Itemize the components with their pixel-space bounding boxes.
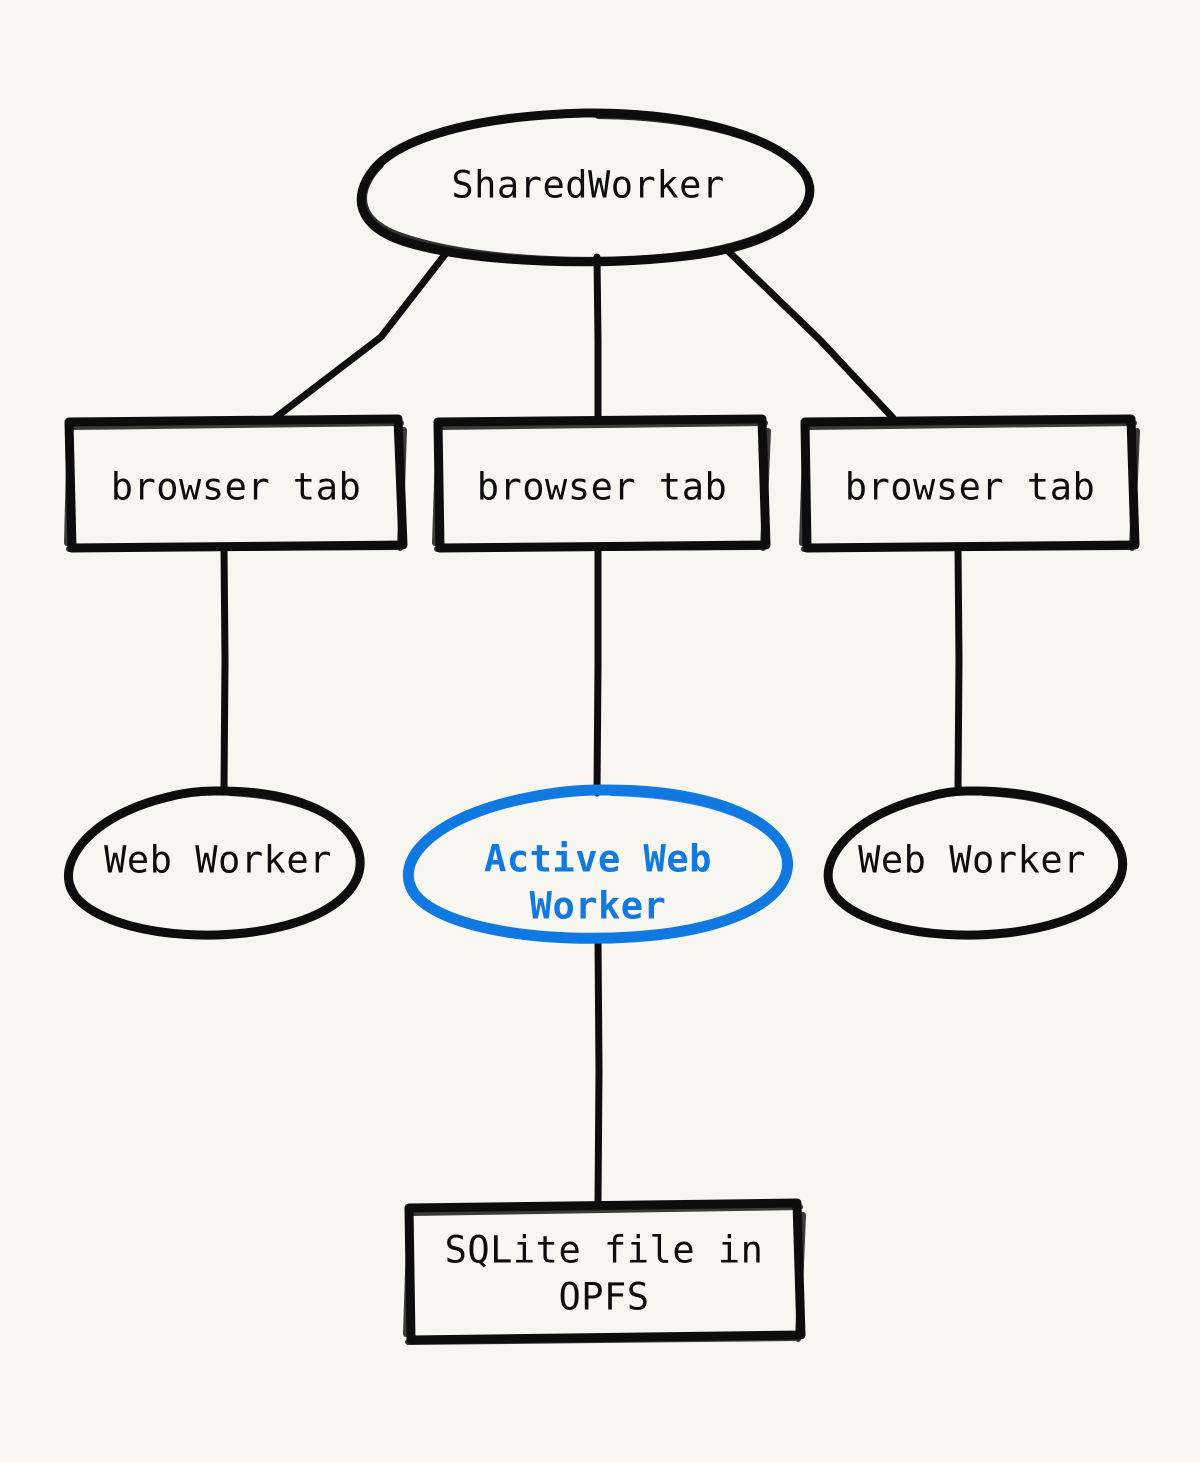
node-sqlite-file[interactable]: SQLite file in OPFS [403,1198,806,1345]
tab-right-label: browser tab [845,466,1096,509]
edge-worker-active-to-sqlite-file [594,934,603,1208]
worker-active-ellipse-sketch-overlay [404,788,791,943]
worker-right-label: Web Worker [858,839,1086,882]
tab-left-rect-sketch-overlay [64,420,407,552]
tab-right-rect-sketch-overlay [799,420,1140,552]
node-tab-left[interactable]: browser tab [64,414,408,553]
worker-left-label: Web Worker [104,839,332,882]
edge-tab-left-to-worker-left [220,543,229,793]
node-shared-worker[interactable]: SharedWorker [356,108,815,267]
edge-sharedworker-to-tab-center [593,253,602,423]
node-tab-right[interactable]: browser tab [799,414,1140,553]
tab-center-label: browser tab [477,466,728,509]
node-worker-active[interactable]: Active Web Worker [403,784,793,944]
sqlite-file-rect-sketch-overlay [403,1204,806,1345]
worker-left-ellipse-sketch-overlay [69,790,364,940]
edge-tab-center-to-worker-active [593,544,602,797]
sqlite-file-rect [404,1198,806,1345]
shared-worker-label: SharedWorker [451,164,724,207]
edge-sharedworker-to-tab-left [271,248,451,422]
tab-center-rect-sketch-overlay [432,420,771,552]
shared-worker-ellipse-sketch-overlay [361,113,813,263]
node-tab-center[interactable]: browser tab [432,414,771,553]
edge-tab-right-to-worker-right [954,543,963,793]
worker-active-label-line1: Active Web [484,838,712,881]
edge-layer [220,248,963,1208]
sqlite-file-label-line2: OPFS [558,1276,649,1319]
node-worker-right[interactable]: Web Worker [823,786,1128,940]
edge-sharedworker-to-tab-right [725,248,897,422]
worker-right-ellipse-sketch-overlay [829,790,1126,940]
worker-active-label-line2: Worker [530,885,667,928]
node-worker-left[interactable]: Web Worker [64,786,365,940]
tab-left-label: browser tab [111,466,362,509]
sqlite-file-label-line1: SQLite file in [445,1229,764,1272]
